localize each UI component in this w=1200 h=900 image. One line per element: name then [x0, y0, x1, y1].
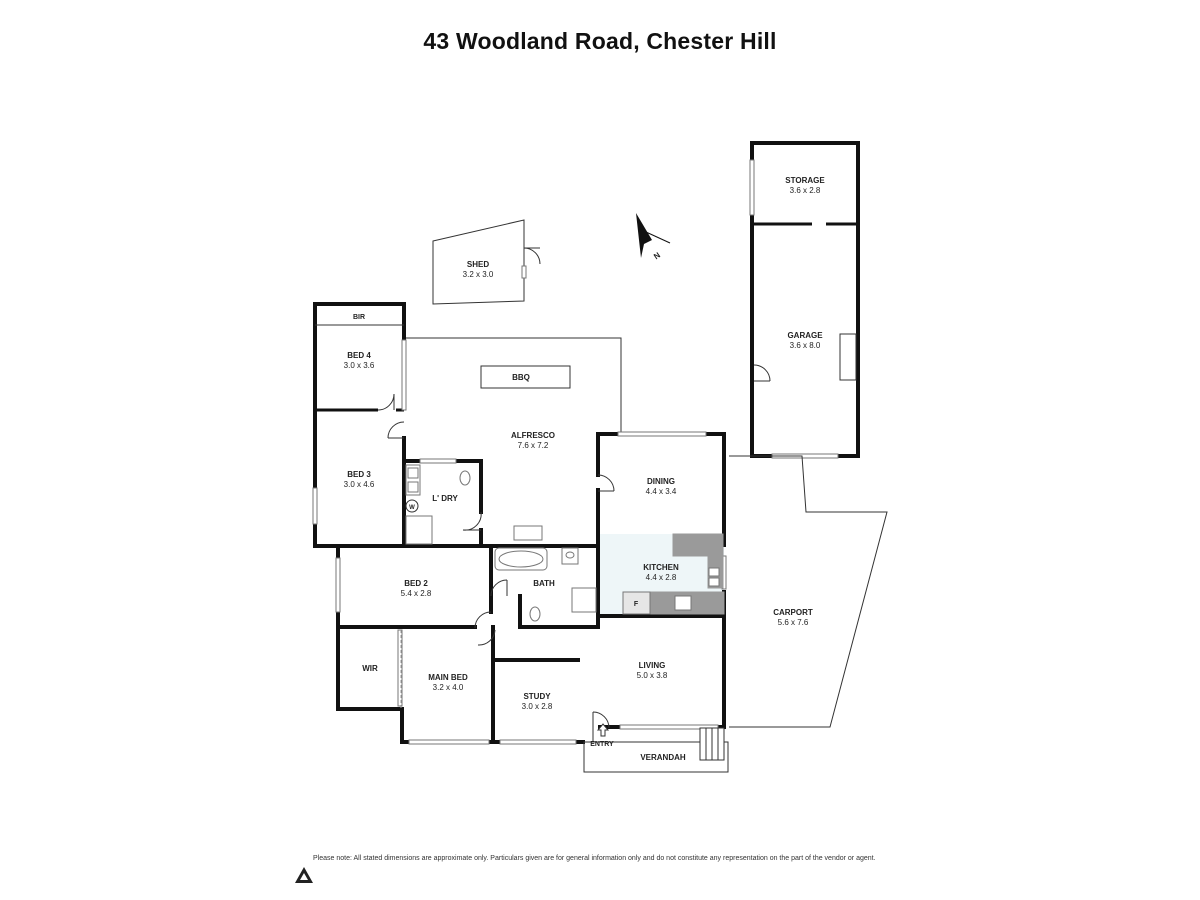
dims-storage: 3.6 x 2.8 [790, 186, 821, 195]
brand-logo-icon [295, 867, 313, 883]
dims-mainbed: 3.2 x 4.0 [433, 683, 464, 692]
label-bbq: BBQ [512, 373, 530, 382]
dims-garage: 3.6 x 8.0 [790, 341, 821, 350]
dims-bed3: 3.0 x 4.6 [344, 480, 375, 489]
label-wir: WIR [362, 664, 378, 673]
bbq-unit [480, 365, 571, 389]
carport [729, 455, 888, 728]
label-fridge: F [634, 601, 639, 608]
label-living: LIVING [639, 661, 666, 670]
label-garage: GARAGE [787, 331, 823, 340]
label-bir: BIR [353, 314, 365, 321]
label-bed3: BED 3 [347, 470, 371, 479]
washer-icon [405, 499, 419, 513]
dims-study: 3.0 x 2.8 [522, 702, 553, 711]
dims-alfresco: 7.6 x 7.2 [518, 441, 549, 450]
label-study: STUDY [523, 692, 551, 701]
dims-kitchen: 4.4 x 2.8 [646, 573, 677, 582]
label-verandah: VERANDAH [640, 753, 686, 762]
washer-label: W [409, 505, 415, 511]
windows [312, 339, 727, 745]
label-bed4: BED 4 [347, 351, 371, 360]
dims-shed: 3.2 x 3.0 [463, 270, 494, 279]
alfresco-outline [404, 337, 622, 434]
label-ldry: L' DRY [432, 494, 458, 503]
dims-dining: 4.4 x 3.4 [646, 487, 677, 496]
label-kitchen: KITCHEN [643, 563, 679, 572]
doors [377, 393, 615, 742]
north-arrow-icon [636, 213, 671, 258]
label-entry: ENTRY [590, 741, 614, 748]
label-dining: DINING [647, 477, 675, 486]
dims-bed4: 3.0 x 3.6 [344, 361, 375, 370]
label-bath: BATH [533, 579, 555, 588]
dims-bed2: 5.4 x 2.8 [401, 589, 432, 598]
label-carport: CARPORT [773, 608, 813, 617]
disclaimer-text: Please note: All stated dimensions are a… [313, 855, 876, 862]
dims-carport: 5.6 x 7.6 [778, 618, 809, 627]
label-shed: SHED [467, 260, 489, 269]
plan-title: 43 Woodland Road, Chester Hill [423, 28, 777, 54]
compass-label: N [652, 250, 662, 261]
label-alfresco: ALFRESCO [511, 431, 555, 440]
label-mainbed: MAIN BED [428, 673, 468, 682]
shed [432, 219, 541, 305]
label-bed2: BED 2 [404, 579, 428, 588]
fixtures [405, 464, 729, 773]
dims-living: 5.0 x 3.8 [637, 671, 668, 680]
label-storage: STORAGE [785, 176, 825, 185]
